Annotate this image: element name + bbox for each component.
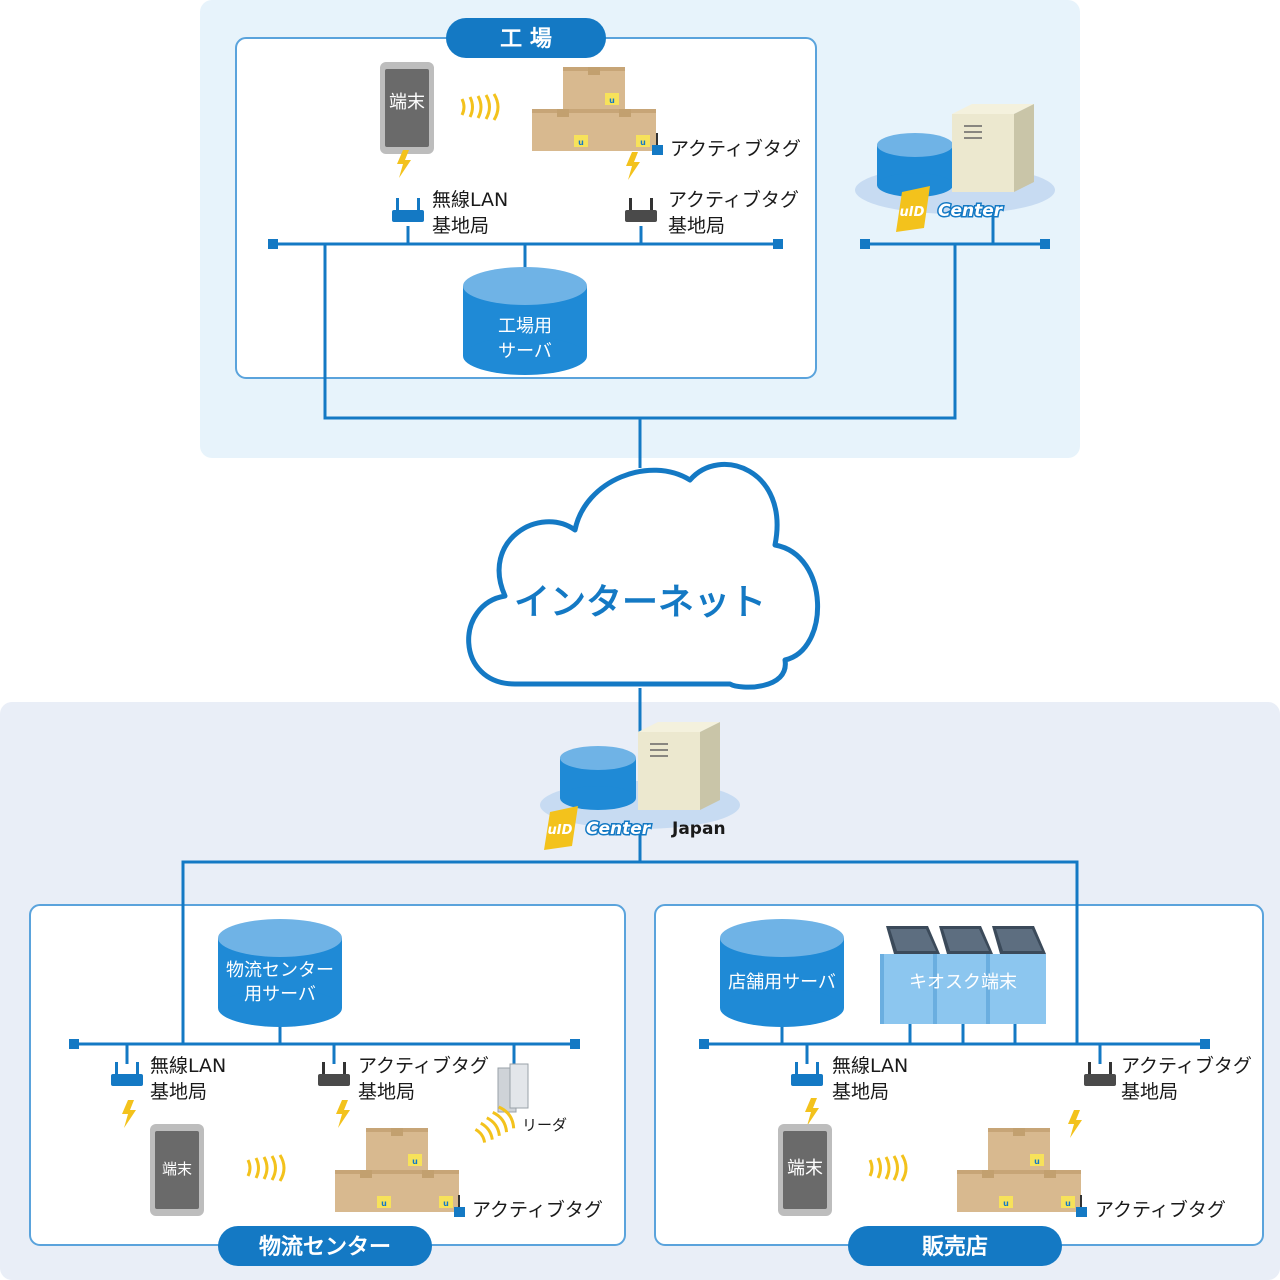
internet-cloud: インターネット bbox=[466, 462, 821, 690]
factory-title: 工 場 bbox=[500, 27, 552, 52]
logistics-title: 物流センター bbox=[259, 1234, 391, 1260]
logistics-terminal-label: 端末 bbox=[162, 1160, 192, 1178]
logistics-server-label-1: 物流センター bbox=[226, 960, 334, 981]
logistics-terminal: 端末 bbox=[150, 1124, 204, 1216]
logistics-server: 物流センター 用サーバ bbox=[218, 919, 342, 1027]
store-tagbase-label-1: アクティブタグ bbox=[1121, 1054, 1252, 1077]
factory-server-label-2: サーバ bbox=[498, 341, 552, 362]
factory-server: 工場用 サーバ bbox=[463, 267, 587, 375]
kiosk-terminals: キオスク端末 bbox=[880, 926, 1046, 1024]
factory-server-label-1: 工場用 bbox=[498, 316, 552, 337]
svg-text:uID: uID bbox=[548, 823, 573, 838]
uid-center-factory: uID Center bbox=[855, 103, 1055, 232]
store-terminal: 端末 bbox=[778, 1124, 832, 1216]
uid-center-japan: uID Center Japan bbox=[540, 721, 740, 850]
factory-title-pill: 工 場 bbox=[446, 18, 606, 58]
svg-text:uID: uID bbox=[900, 205, 925, 220]
svg-text:Center: Center bbox=[938, 201, 1004, 221]
store-server-label: 店舗用サーバ bbox=[728, 972, 836, 993]
logistics-wlan-label-1: 無線LAN bbox=[150, 1055, 226, 1077]
store-terminal-label: 端末 bbox=[787, 1158, 823, 1179]
factory-wlan-label-1: 無線LAN bbox=[432, 189, 508, 211]
factory-active-tag-label: アクティブタグ bbox=[670, 137, 801, 160]
svg-text:Center: Center bbox=[586, 819, 652, 839]
internet-label: インターネット bbox=[514, 582, 766, 623]
store-tagbase-label-2: 基地局 bbox=[1121, 1081, 1178, 1103]
factory-terminal-label: 端末 bbox=[389, 92, 425, 113]
network-lines bbox=[74, 214, 1205, 1064]
factory-terminal: 端末 bbox=[380, 62, 434, 154]
kiosk-label: キオスク端末 bbox=[909, 972, 1017, 993]
factory-tagbase-label-1: アクティブタグ bbox=[668, 188, 799, 211]
uid-center-logo: uID Center bbox=[896, 186, 1005, 232]
store-title: 販売店 bbox=[922, 1234, 988, 1260]
store-active-tag-label: アクティブタグ bbox=[1095, 1198, 1226, 1221]
store-title-pill: 販売店 bbox=[848, 1226, 1062, 1266]
uid-center-japan-label: Japan bbox=[671, 819, 726, 839]
factory-wlan-label-2: 基地局 bbox=[432, 215, 489, 237]
logistics-wlan-label-2: 基地局 bbox=[150, 1081, 207, 1103]
uid-center-logo: uID Center bbox=[544, 806, 653, 850]
logistics-title-pill: 物流センター bbox=[218, 1226, 432, 1266]
store-server: 店舗用サーバ bbox=[720, 919, 844, 1027]
logistics-tagbase-label-1: アクティブタグ bbox=[358, 1054, 489, 1077]
store-wlan-label-2: 基地局 bbox=[832, 1081, 889, 1103]
reader-icon bbox=[497, 1063, 529, 1113]
logistics-server-label-2: 用サーバ bbox=[244, 984, 316, 1005]
store-wlan-label-1: 無線LAN bbox=[832, 1055, 908, 1077]
reader-label: リーダ bbox=[522, 1116, 567, 1134]
logistics-tagbase-label-2: 基地局 bbox=[358, 1081, 415, 1103]
factory-tagbase-label-2: 基地局 bbox=[668, 215, 725, 237]
logistics-active-tag-label: アクティブタグ bbox=[472, 1198, 603, 1221]
